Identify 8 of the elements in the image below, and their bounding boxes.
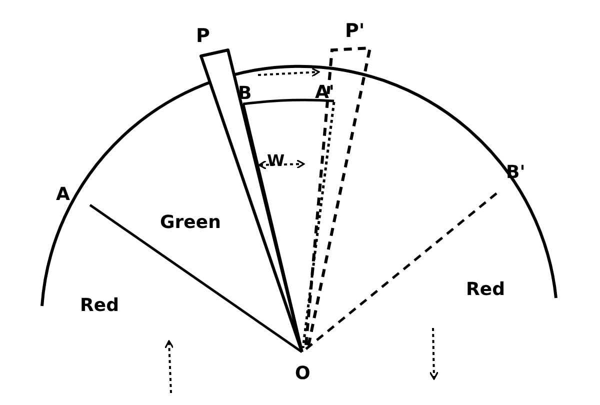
point-label: A: [56, 186, 70, 204]
region-label: Green: [160, 214, 221, 232]
point-label: O: [295, 365, 310, 383]
point-label: P: [196, 27, 210, 46]
region-label: Red: [80, 297, 119, 315]
region-label: Red: [466, 281, 505, 299]
point-label: A': [315, 84, 334, 102]
point-label: P': [345, 22, 365, 41]
